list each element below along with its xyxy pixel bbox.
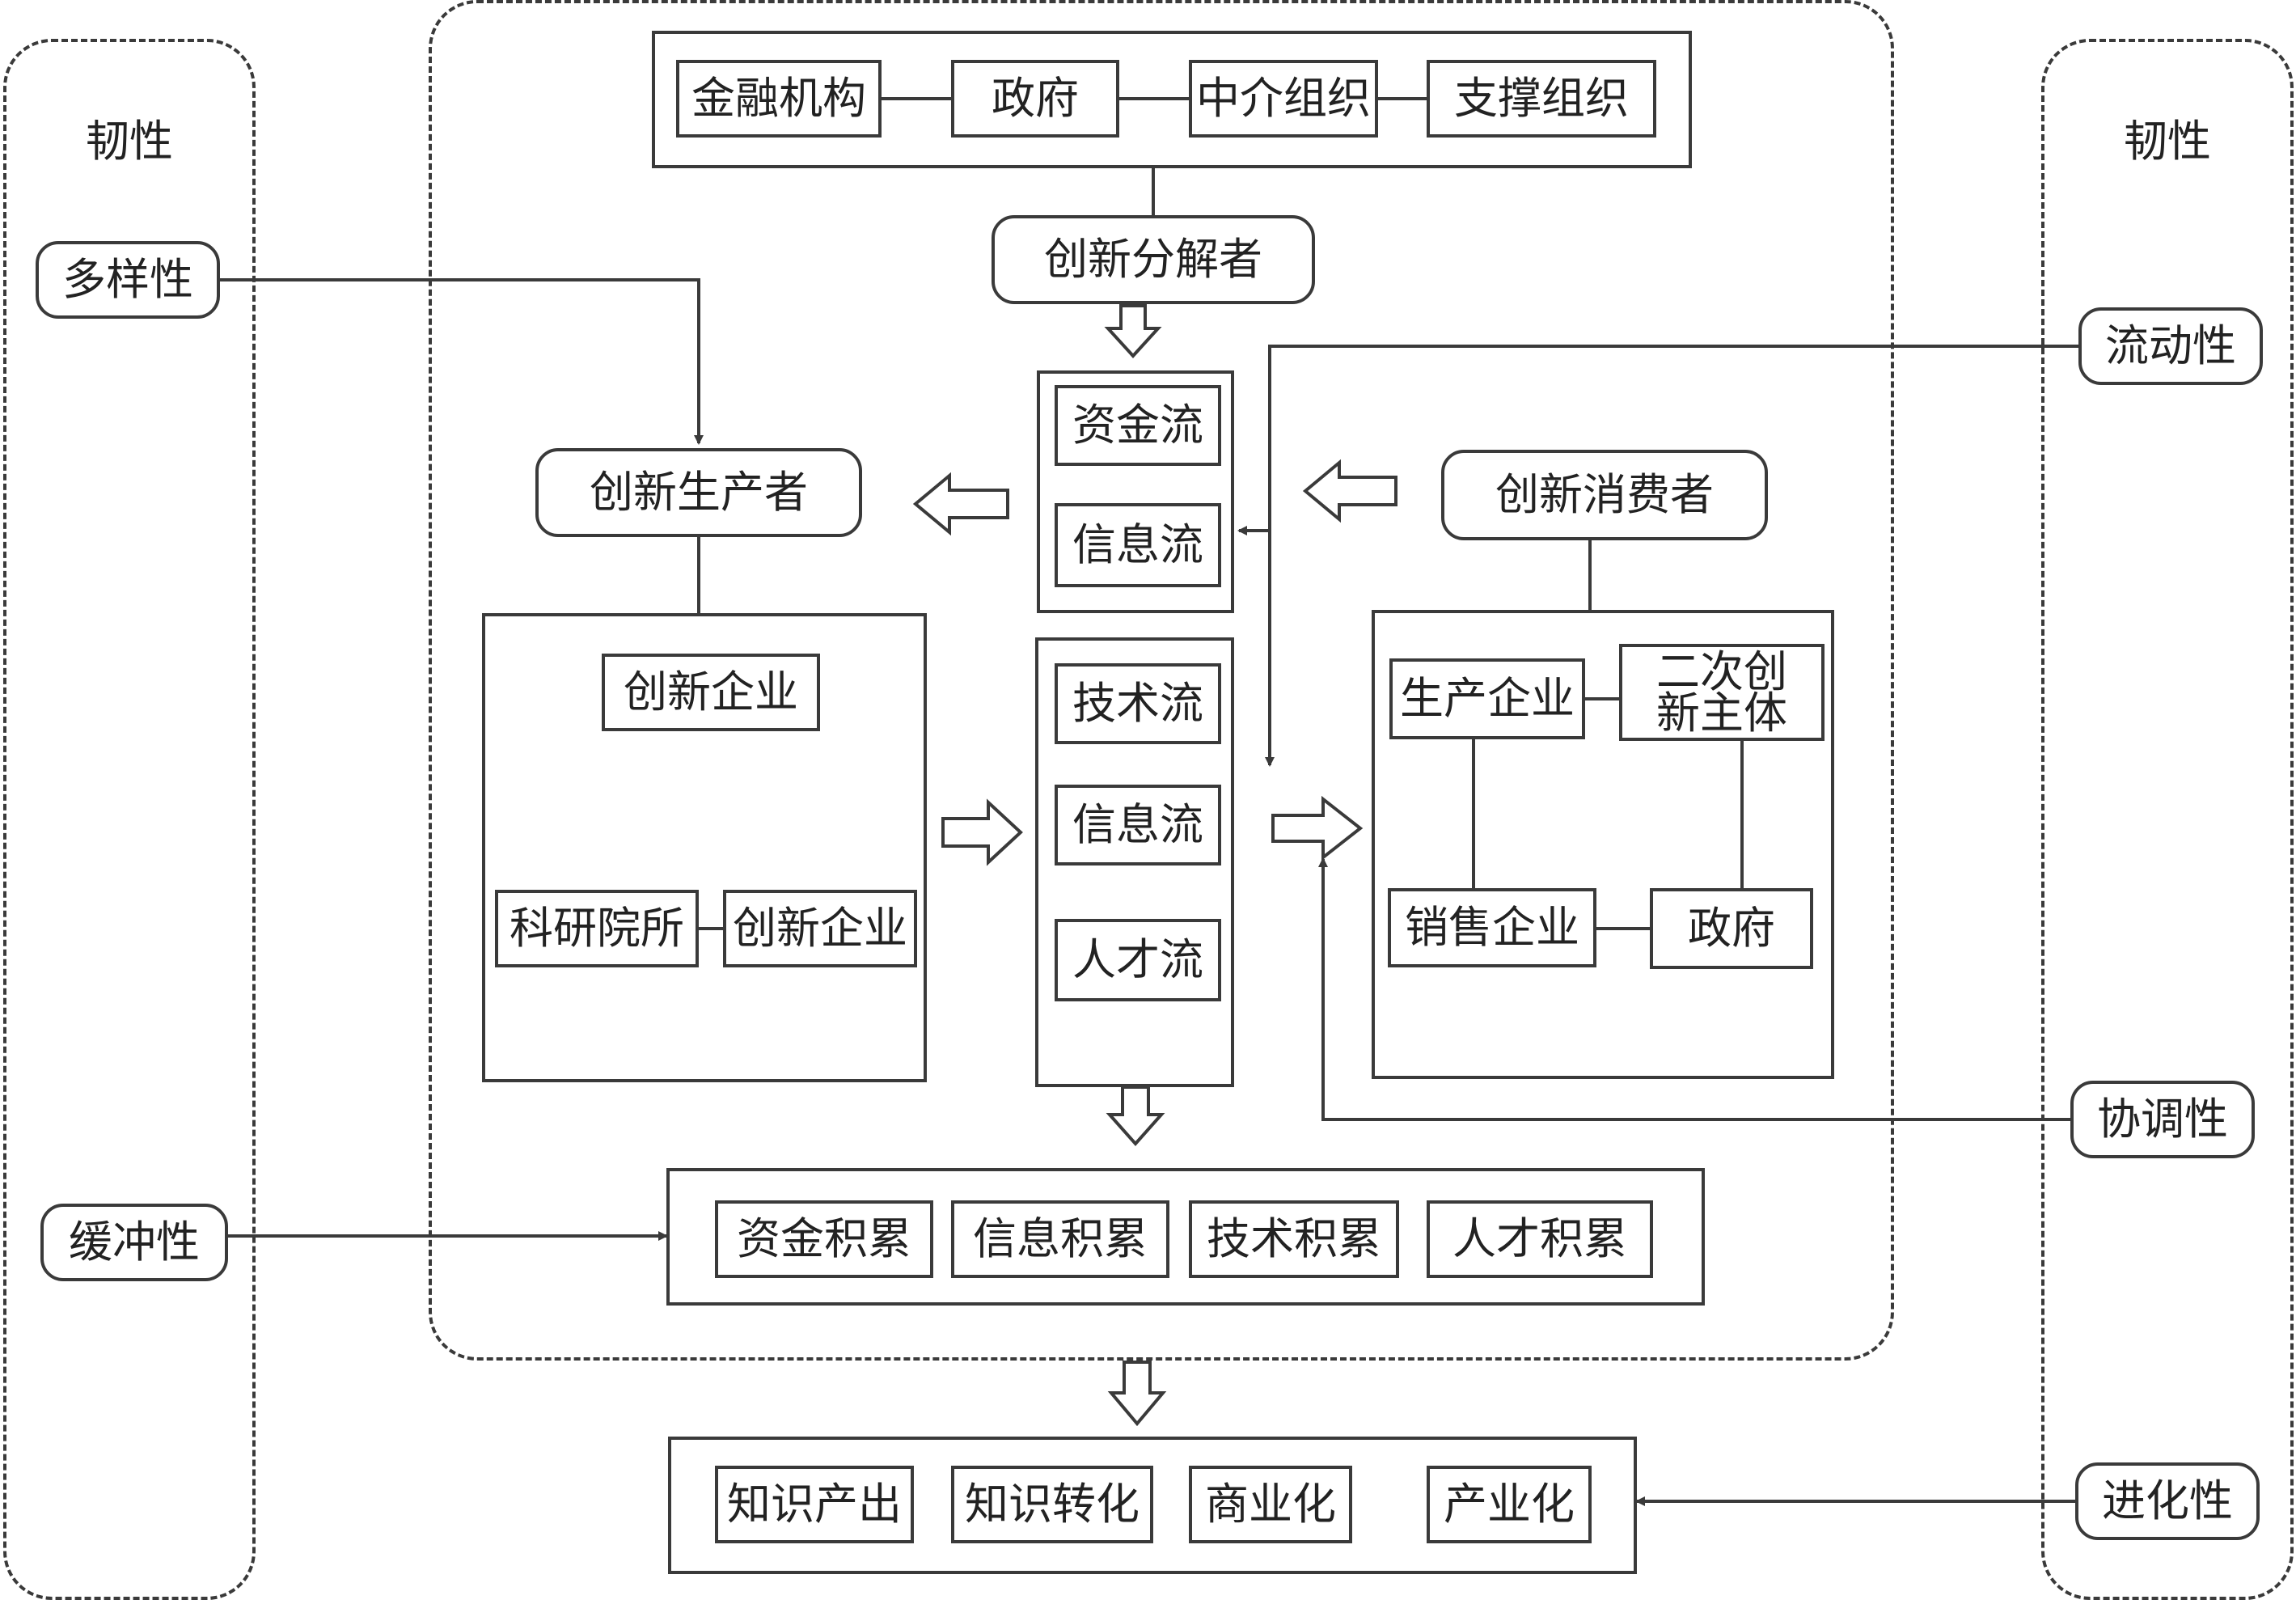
flow-capital: 资金流 (1055, 385, 1221, 466)
consumer-government: 政府 (1650, 888, 1813, 969)
producer-enterprise-top: 创新企业 (602, 654, 820, 731)
property-buffering: 缓冲性 (40, 1204, 228, 1281)
outcome-knowledge-transfer: 知识转化 (951, 1466, 1153, 1543)
consumer-sales-enterprise: 销售企业 (1388, 888, 1596, 967)
decomposer-member-finance: 金融机构 (676, 60, 882, 138)
property-diversity: 多样性 (36, 241, 220, 319)
consumer-secondary-innovator: 二次创新主体 (1619, 644, 1825, 741)
block-arrow-down-2 (1106, 1086, 1165, 1147)
flow-information-mid: 信息流 (1055, 785, 1221, 865)
consumer-production-enterprise: 生产企业 (1389, 658, 1585, 739)
block-arrow-right-consumer (1271, 795, 1364, 861)
innovation-ecosystem-frame (429, 0, 1894, 1361)
decomposer-member-intermediary: 中介组织 (1189, 60, 1378, 138)
right-panel-title: 韧性 (2124, 116, 2211, 167)
block-arrow-down-3 (1107, 1361, 1167, 1427)
flow-information: 信息流 (1055, 503, 1221, 587)
producer-research-institute: 科研院所 (495, 890, 699, 967)
innovation-decomposer: 创新分解者 (992, 215, 1315, 304)
left-panel-title: 韧性 (86, 116, 173, 167)
block-arrow-down-1 (1104, 304, 1162, 358)
flow-technology: 技术流 (1055, 663, 1221, 744)
arrow-diversity-producer (220, 278, 704, 445)
accumulation-capital: 资金积累 (715, 1200, 933, 1278)
property-fluidity: 流动性 (2078, 307, 2263, 385)
outcome-knowledge-output: 知识产出 (715, 1466, 914, 1543)
accumulation-talent: 人才积累 (1427, 1200, 1653, 1278)
decomposer-member-government: 政府 (951, 60, 1119, 138)
flow-talent: 人才流 (1055, 919, 1221, 1001)
decomposer-member-support: 支撑组织 (1427, 60, 1656, 138)
outcome-commercialization: 商业化 (1189, 1466, 1352, 1543)
outcome-industrialization: 产业化 (1427, 1466, 1592, 1543)
block-arrow-left-consumer (1302, 459, 1397, 523)
left-resilience-panel (3, 39, 256, 1600)
block-arrow-left-producer (912, 472, 1009, 536)
innovation-consumer: 创新消费者 (1441, 450, 1768, 540)
accumulation-information: 信息积累 (951, 1200, 1169, 1278)
property-evolution: 进化性 (2075, 1462, 2260, 1540)
right-resilience-panel (2041, 39, 2294, 1600)
accumulation-technology: 技术积累 (1189, 1200, 1399, 1278)
block-arrow-right-producer (941, 798, 1023, 866)
arrow-fluidity-flows (1265, 345, 2078, 767)
property-coordination: 协调性 (2070, 1081, 2255, 1158)
producer-enterprise-bottom: 创新企业 (723, 890, 917, 967)
arrow-coordination-consumer (1318, 857, 2070, 1121)
innovation-producer: 创新生产者 (535, 448, 862, 537)
